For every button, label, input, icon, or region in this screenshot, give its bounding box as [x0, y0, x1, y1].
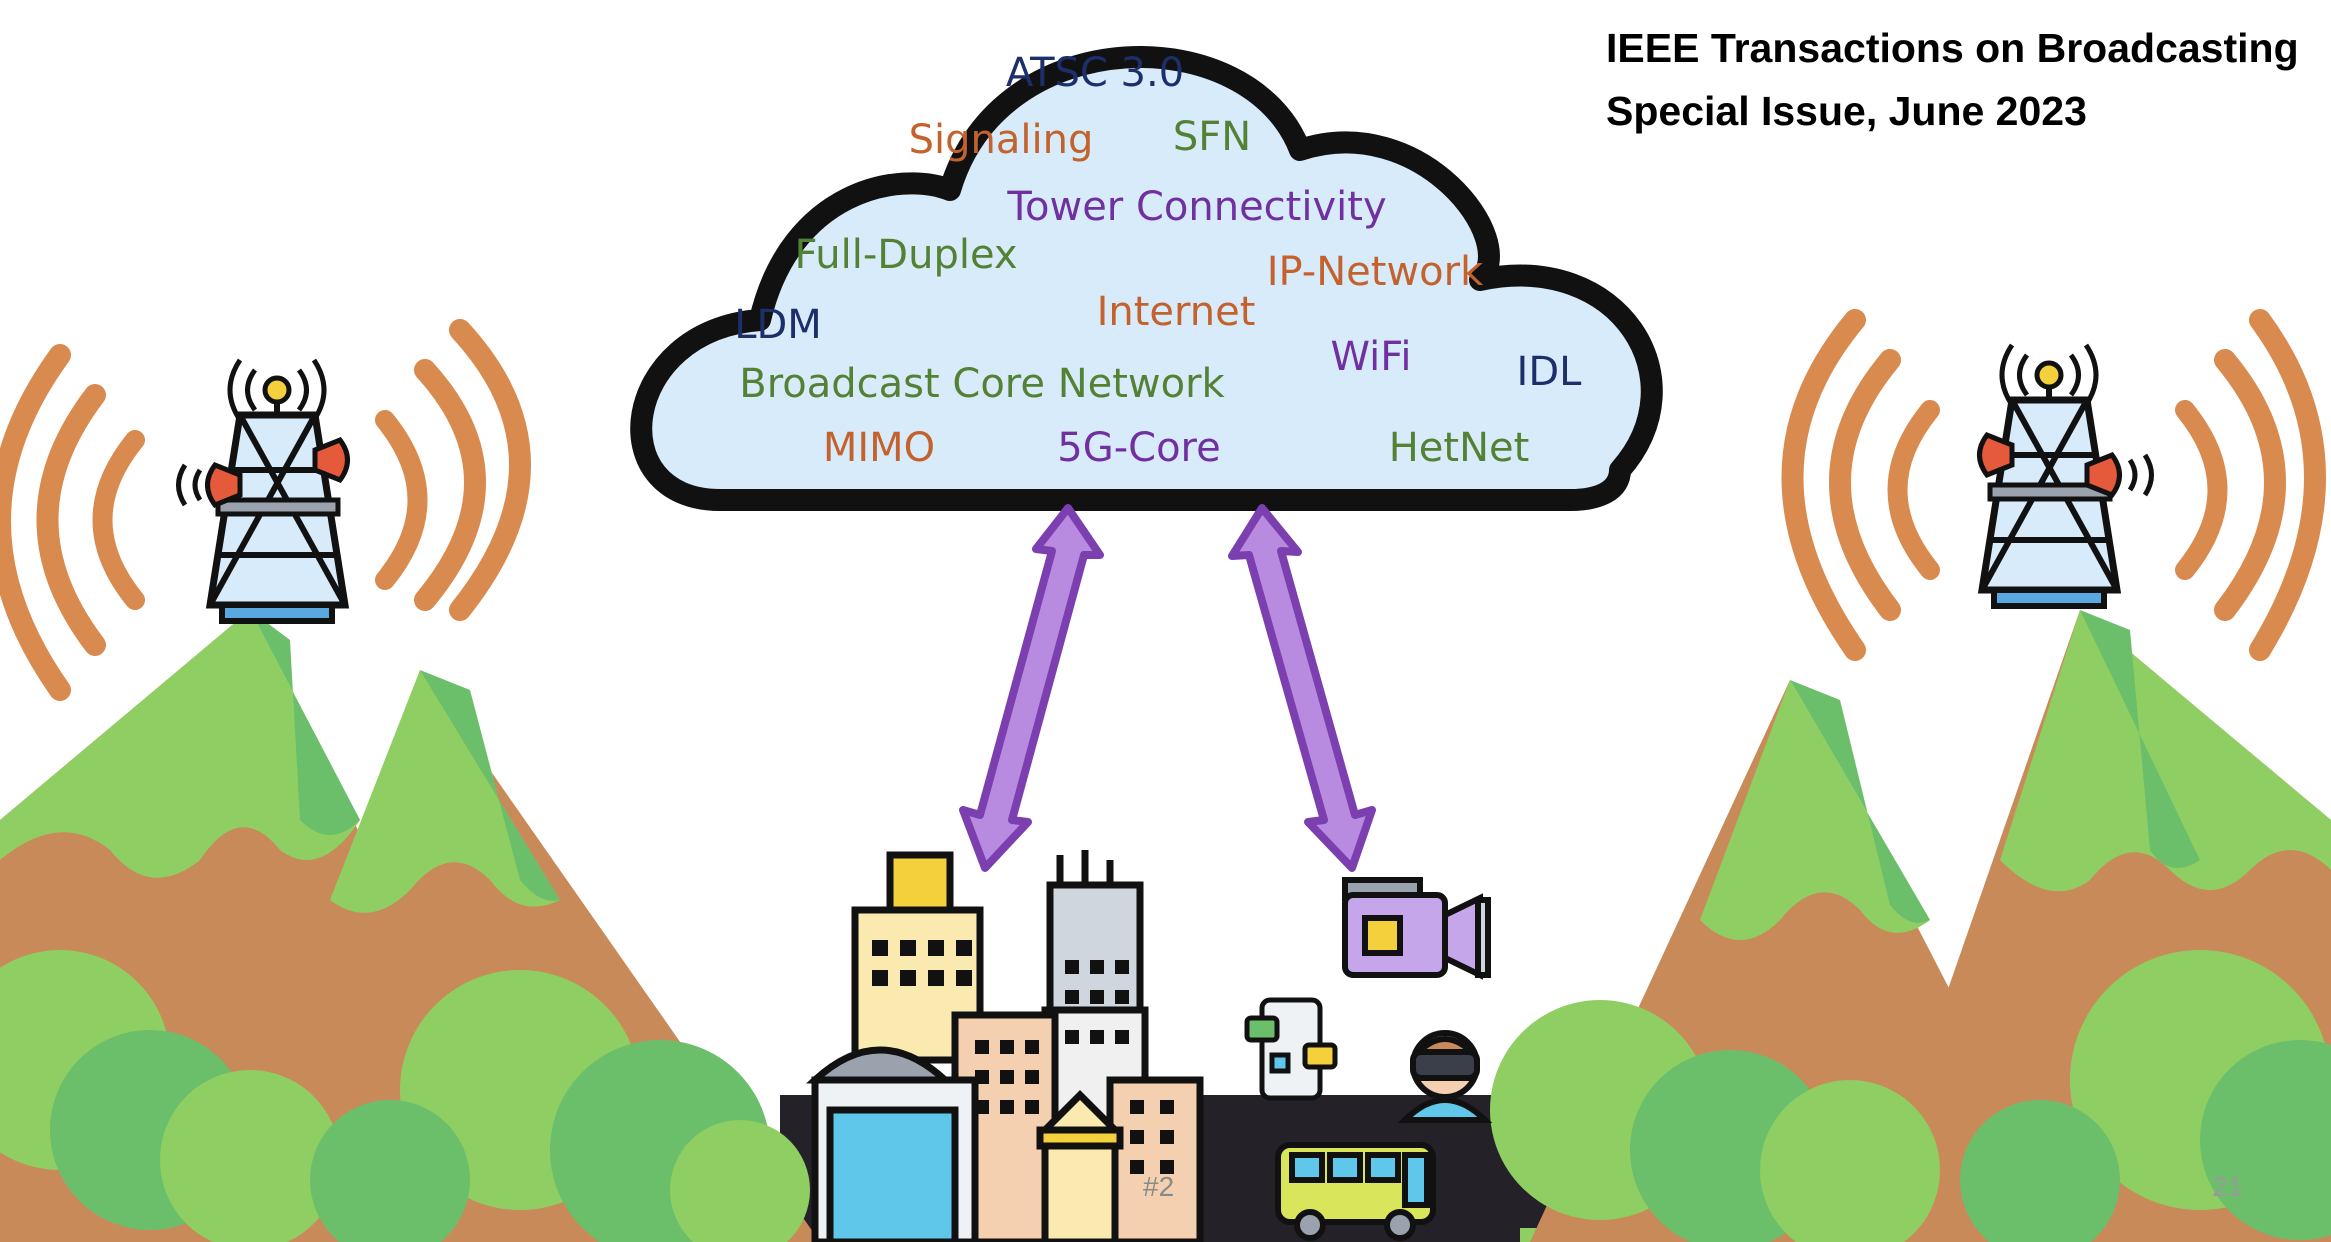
keyword-broadcast-core-network: Broadcast Core Network: [739, 361, 1225, 407]
title-line-2: Special Issue, June 2023: [1606, 88, 2087, 134]
keyword-mimo: MIMO: [822, 425, 936, 471]
keyword-5g-core: 5G-Core: [1057, 425, 1221, 471]
double-arrow-icon: [959, 504, 1104, 872]
signal-waves-right: [1781, 309, 2326, 661]
broadcast-tower-icon: [176, 358, 350, 624]
cloud-icon: [630, 46, 1663, 511]
double-arrow-icon: [1228, 504, 1376, 872]
signal-waves-left: [0, 319, 531, 701]
page-number: 21: [2212, 1171, 2244, 1202]
keyword-full-duplex: Full-Duplex: [794, 232, 1018, 278]
keyword-atsc: ATSC 3.0: [1005, 50, 1185, 96]
broadcast-tower-icon: [1977, 343, 2154, 609]
keyword-hetnet: HetNet: [1388, 425, 1530, 471]
keyword-idl: IDL: [1516, 349, 1582, 395]
city-buildings-icon: [806, 850, 1204, 1242]
keyword-wifi: WiFi: [1330, 334, 1412, 380]
keyword-sfn: SFN: [1172, 114, 1252, 160]
bush-icon: [1490, 950, 2331, 1242]
smartphone-chat-icon: [1244, 997, 1338, 1101]
keyword-ldm: LDM: [734, 302, 822, 348]
title-line-1: IEEE Transactions on Broadcasting: [1606, 25, 2299, 71]
keyword-signaling: Signaling: [908, 117, 1094, 163]
keyword-tower-connectivity: Tower Connectivity: [1007, 184, 1387, 230]
video-camera-icon: [1342, 877, 1491, 980]
bush-icon: [0, 950, 810, 1242]
footer-tag: #2: [1143, 1171, 1175, 1202]
keyword-ip-network: IP-Network: [1266, 249, 1484, 295]
electric-bus-icon: [1275, 1142, 1436, 1241]
building-windows: [872, 940, 1174, 1174]
vr-headset-user-icon: [1397, 1030, 1493, 1123]
keyword-internet: Internet: [1096, 289, 1256, 335]
